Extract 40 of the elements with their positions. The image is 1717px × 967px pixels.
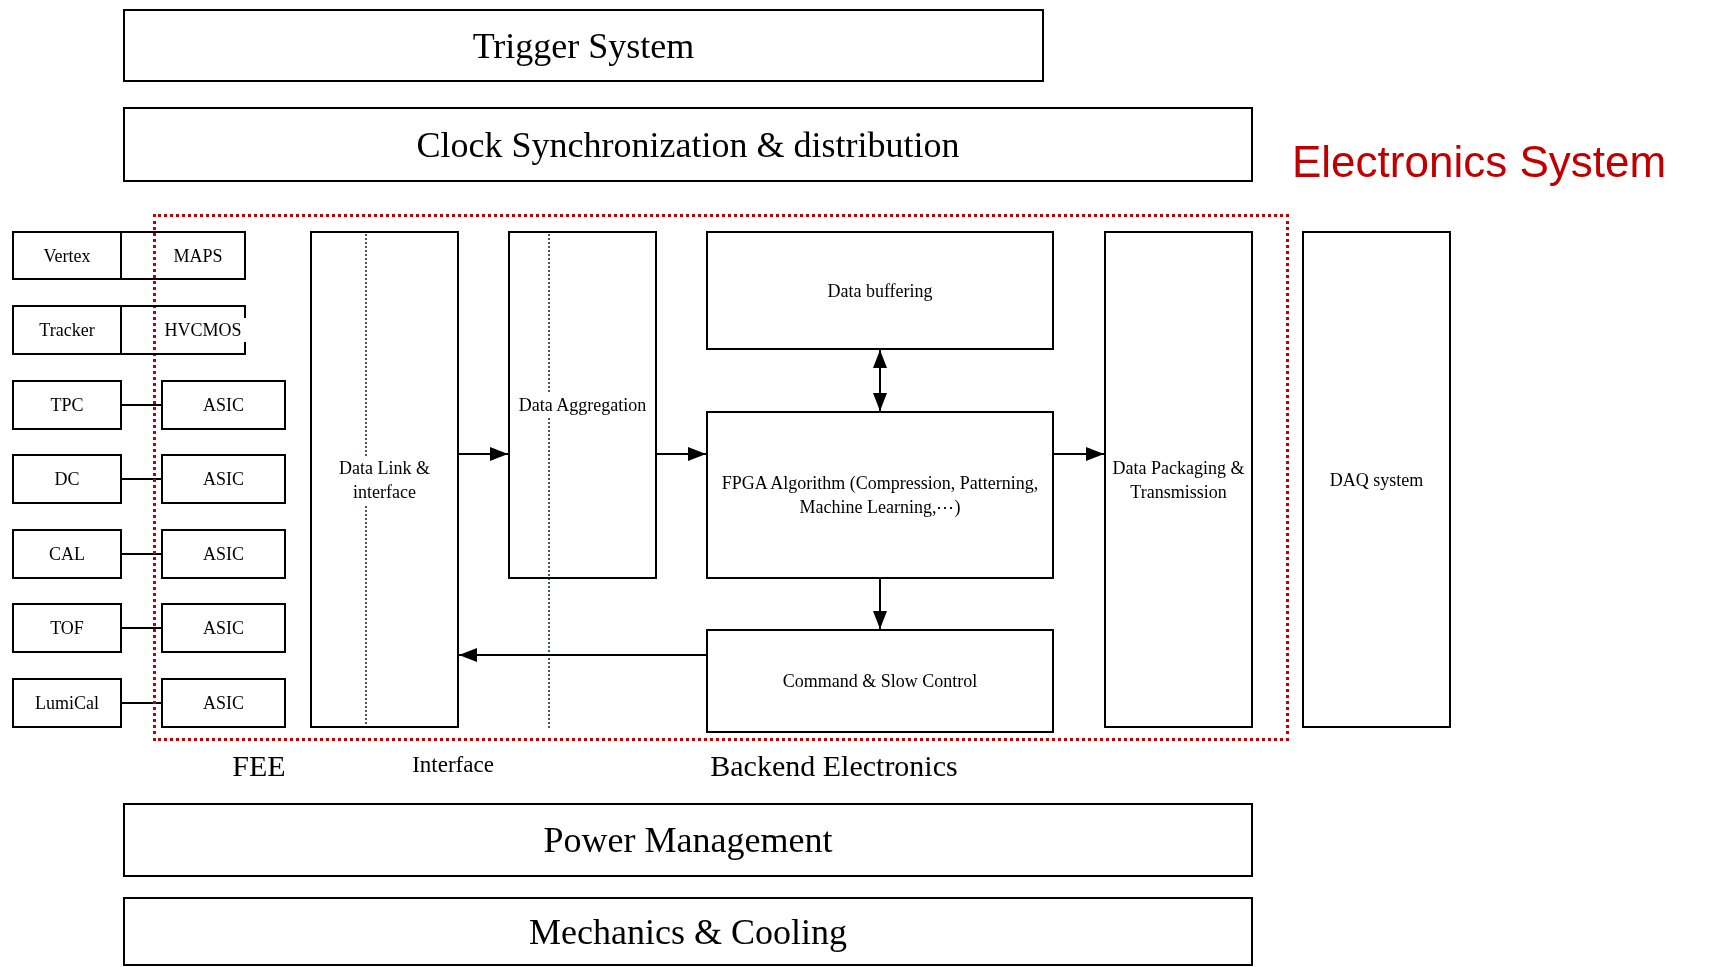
process-box	[706, 629, 1054, 733]
process-box	[12, 603, 122, 653]
arrow	[873, 578, 887, 630]
connector-line	[121, 404, 162, 406]
process-box	[161, 529, 286, 579]
process-box	[120, 231, 246, 280]
process-box	[1302, 231, 1451, 728]
process-box	[123, 897, 1253, 966]
connector-line	[121, 478, 162, 480]
process-box	[310, 231, 459, 728]
connector-line	[121, 627, 162, 629]
process-box	[1104, 231, 1253, 728]
arrow	[873, 349, 887, 412]
process-box	[12, 454, 122, 504]
process-box	[123, 107, 1253, 182]
process-box	[706, 231, 1054, 350]
process-box	[120, 305, 246, 355]
connector-line	[121, 702, 162, 704]
process-box	[12, 529, 122, 579]
process-box	[161, 454, 286, 504]
region-heading: Electronics System	[1292, 137, 1667, 187]
process-box	[12, 380, 122, 430]
process-box	[161, 603, 286, 653]
process-box	[161, 380, 286, 430]
process-box	[508, 231, 657, 579]
process-box	[12, 678, 122, 728]
process-box	[161, 678, 286, 728]
section-label: FEE	[232, 747, 286, 784]
process-box	[12, 231, 122, 280]
arrow	[458, 447, 509, 461]
section-label: Backend Electronics	[710, 747, 958, 784]
section-label: Interface	[412, 750, 494, 779]
arrow	[458, 648, 707, 662]
process-box	[706, 411, 1054, 579]
process-box	[123, 803, 1253, 877]
arrow	[1053, 447, 1105, 461]
arrow	[656, 447, 707, 461]
process-box	[12, 305, 122, 355]
process-box	[123, 9, 1044, 82]
connector-line	[121, 553, 162, 555]
